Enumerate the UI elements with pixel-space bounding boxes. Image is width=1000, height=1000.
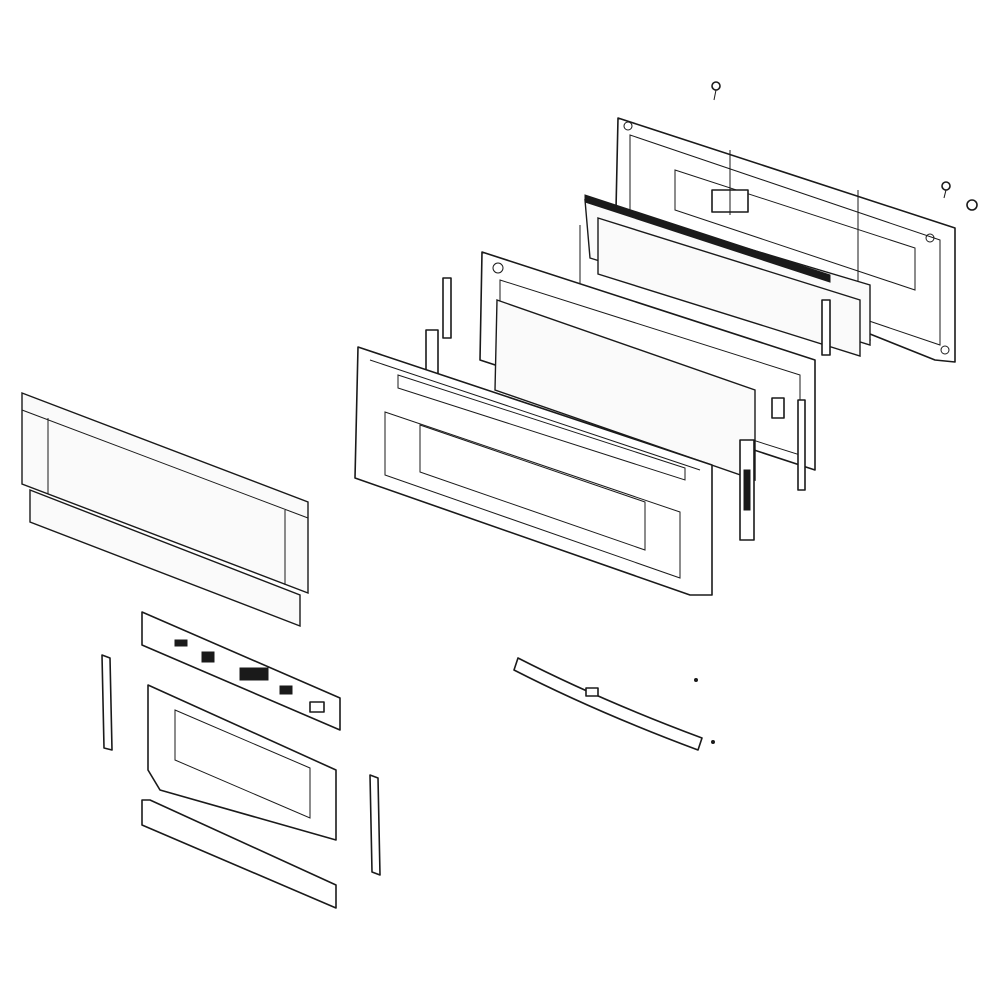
front-glass-panel — [21, 391, 309, 628]
bottom-trim — [141, 799, 337, 909]
door-glass-pack — [579, 194, 871, 357]
side-trim-right — [369, 774, 381, 876]
door-hinge-left — [425, 277, 452, 379]
lower-door-panel — [147, 684, 337, 841]
door-handle — [513, 657, 703, 751]
screw-set — [694, 81, 978, 744]
door-hinge-right — [739, 439, 755, 541]
control-panel — [141, 611, 341, 731]
inner-glass-frame — [479, 251, 816, 491]
outer-door-frame — [354, 346, 713, 596]
side-trim-left — [101, 654, 113, 751]
